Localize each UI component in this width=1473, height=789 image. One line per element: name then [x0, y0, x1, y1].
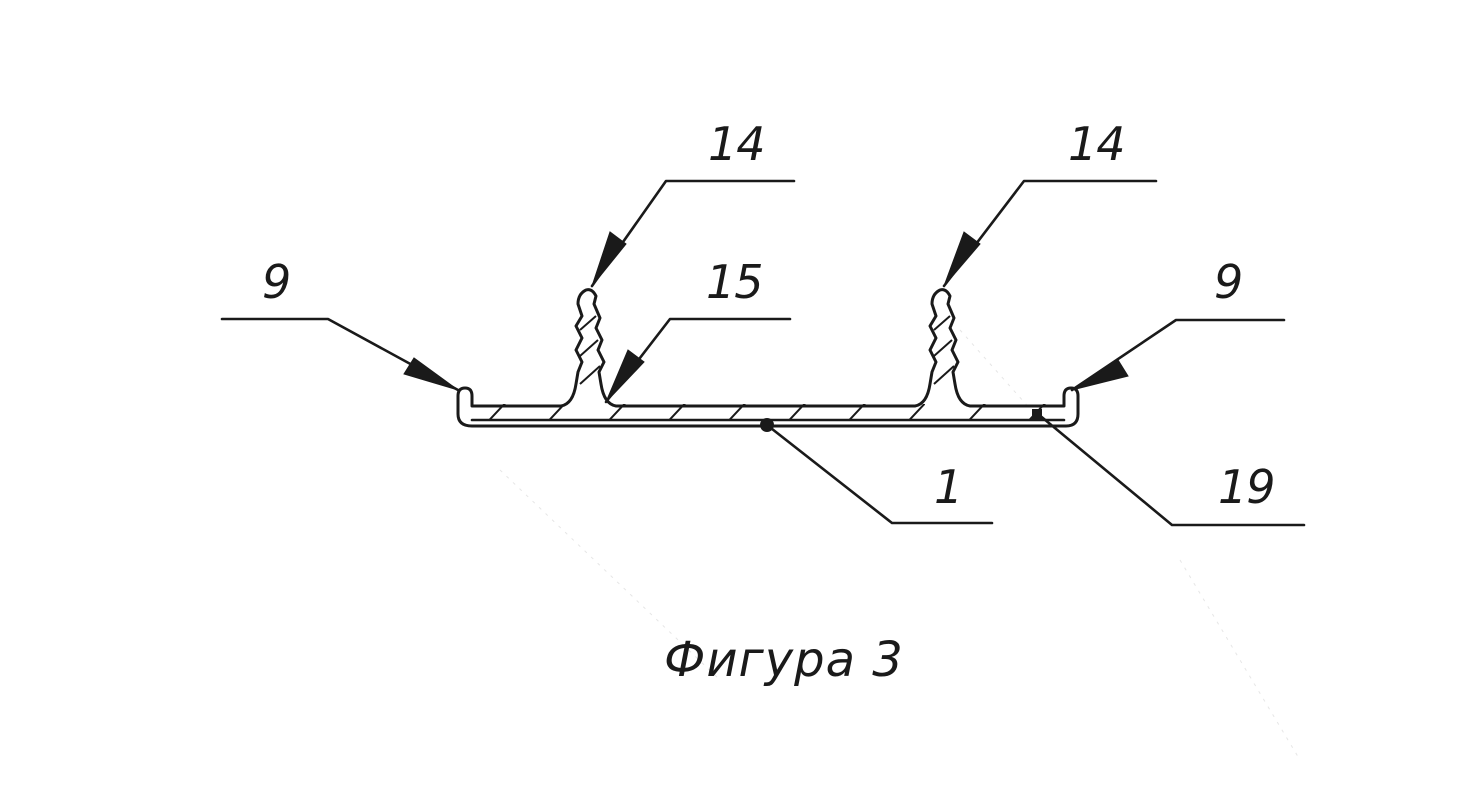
- figure-caption: Фигура 3: [664, 632, 904, 688]
- leader-edge-right: [1070, 318, 1286, 392]
- callout-ridge-root: 15: [706, 255, 763, 309]
- callout-edge-right: 9: [1214, 255, 1242, 309]
- callout-corner: 19: [1218, 460, 1275, 514]
- ridge-hatching: [579, 315, 955, 385]
- leader-base: [760, 418, 994, 525]
- callout-ridge-right: 14: [1068, 117, 1125, 171]
- leader-edge-left: [220, 317, 460, 392]
- callout-ridge-left: 14: [708, 117, 765, 171]
- callout-edge-left: 9: [262, 255, 290, 309]
- leader-ridge-left: [590, 179, 796, 288]
- leader-corner: [1032, 409, 1306, 527]
- profile-section: [456, 288, 1080, 428]
- leader-ridge-right: [942, 179, 1158, 288]
- leader-ridge-root: [604, 317, 792, 404]
- callout-base: 1: [934, 460, 962, 514]
- construction-lines: [499, 329, 1301, 761]
